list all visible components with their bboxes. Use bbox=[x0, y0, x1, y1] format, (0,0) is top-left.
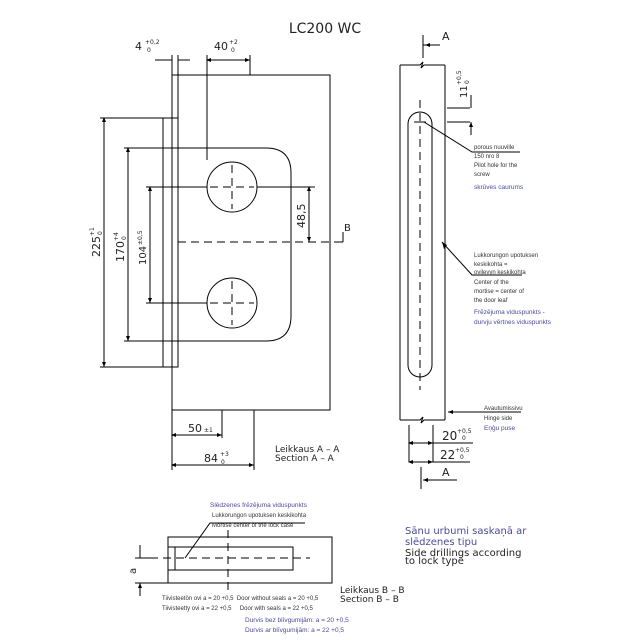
dim-170-tol-lo: 0 bbox=[121, 236, 128, 240]
note-center-4: mortise = center of bbox=[474, 289, 524, 295]
section-bb-fi: Leikkaus B – B bbox=[340, 586, 405, 596]
dim-22-tol-up: +0,5 bbox=[455, 447, 470, 454]
dim-104-tol: ±0,5 bbox=[137, 230, 144, 245]
dim-40-tol-lo: 0 bbox=[231, 47, 235, 54]
note-pilot-3: screw bbox=[474, 172, 490, 178]
dim-48-5: 48,5 bbox=[295, 204, 308, 229]
section-b-view: a Slēdzenes frēzējuma viduspunkts Lukkor… bbox=[128, 502, 405, 634]
note-center-lv-1: durvju vērtnes viduspunkts bbox=[474, 319, 552, 326]
note-pilot-lv: skrūves caurums bbox=[474, 184, 524, 191]
note-side-en-1: to lock type bbox=[405, 556, 464, 567]
dim-4-tol-lo: 0 bbox=[147, 47, 151, 54]
dim-22: 22 bbox=[440, 448, 455, 462]
dim-11: 11 bbox=[459, 85, 470, 98]
dim-20-tol-lo: 0 bbox=[462, 435, 466, 442]
note-mortise-lv: Slēdzenes frēzējuma viduspunkts bbox=[210, 502, 308, 509]
note-center-3: Center of the bbox=[474, 280, 509, 286]
dim-225-tol-lo: 0 bbox=[97, 231, 104, 235]
dim-225-tol-up: +1 bbox=[89, 227, 96, 236]
note-center-2: ovilevyn keskikohta bbox=[474, 270, 526, 276]
note-hinge-0: Avautumissivu bbox=[484, 406, 523, 412]
note-pilot-0: porous nuuville bbox=[474, 145, 515, 151]
note-pilot-1: 150 nro 8 bbox=[474, 154, 500, 160]
dim-22-tol-lo: 0 bbox=[460, 454, 464, 461]
note-side-lv-0: Sānu urbumi saskaņā ar bbox=[405, 526, 527, 537]
note-center-1: keskikohta = bbox=[474, 262, 508, 268]
marker-a-top: A bbox=[442, 30, 450, 43]
dim-50: 50 bbox=[188, 422, 202, 435]
dim-170-tol-up: +4 bbox=[113, 232, 120, 241]
note-center-lv-0: Frēzējuma viduspunkts - bbox=[474, 309, 545, 316]
note-door-lv-1: Durvis ar blīvgumijām: a = 22 +0,5 bbox=[245, 627, 344, 634]
dim-11-tol-up: +0,5 bbox=[456, 70, 463, 85]
note-pilot-2: Pilot hole for the bbox=[474, 163, 518, 169]
note-center-0: Lukkorungon upotuksen bbox=[474, 253, 538, 259]
section-aa-fi: Leikkaus A – A bbox=[275, 445, 340, 455]
dim-20: 20 bbox=[442, 429, 457, 443]
marker-b: B bbox=[344, 223, 351, 234]
note-door-1: Tiivisteetty ovi a = 22 +0,5 Door with s… bbox=[162, 606, 314, 612]
note-hinge-1: Hinge side bbox=[484, 416, 513, 422]
note-hinge-lv: Eņģu puse bbox=[484, 424, 515, 432]
dim-4: 4 bbox=[135, 40, 142, 53]
dim-40-tol-up: +2 bbox=[229, 39, 238, 46]
dim-170: 170 bbox=[114, 241, 127, 262]
dim-11-tol-lo: 0 bbox=[464, 80, 471, 84]
dim-40: 40 bbox=[214, 40, 228, 53]
note-center-5: the door leaf bbox=[474, 298, 508, 304]
note-mortise-0: Lukkorungon upotuksen keskikohta bbox=[212, 513, 307, 519]
note-side-en-0: Side drillings according bbox=[405, 548, 521, 559]
section-bb-en: Section B – B bbox=[340, 595, 399, 605]
dim-84: 84 bbox=[204, 452, 218, 465]
dim-84-tol-lo: 0 bbox=[221, 459, 225, 466]
note-door-lv-0: Durvis bez blīvgumijām: a = 20 +0,5 bbox=[245, 617, 349, 624]
dim-50-tol: ±1 bbox=[204, 427, 213, 434]
note-mortise-1: Mortise center of the lock case bbox=[212, 523, 294, 529]
dim-104: 104 bbox=[138, 246, 149, 265]
marker-a-bottom: A bbox=[442, 466, 450, 479]
section-aa-en: Section A – A bbox=[275, 454, 335, 464]
dim-20-tol-up: +0,5 bbox=[457, 428, 472, 435]
drawing-title: LC200 WC bbox=[289, 21, 362, 37]
dim-84-tol-up: +3 bbox=[220, 451, 229, 458]
dim-4-tol-up: +0,2 bbox=[145, 39, 160, 46]
dim-a: a bbox=[128, 568, 139, 574]
dim-225: 225 bbox=[90, 236, 103, 257]
note-side-lv-1: slēdzenes tipu bbox=[405, 537, 477, 548]
note-door-0: Tiivisteetön ovi a = 20 +0,5 Door withou… bbox=[162, 596, 319, 602]
